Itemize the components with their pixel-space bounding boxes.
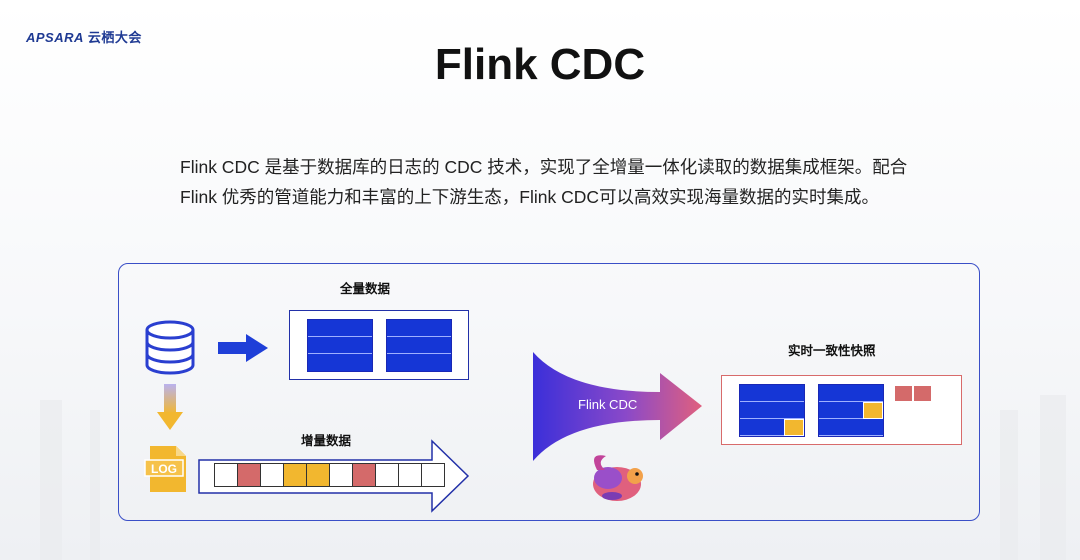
updated-cell xyxy=(784,419,804,436)
database-icon xyxy=(145,320,195,375)
snapshot-table-2 xyxy=(818,384,884,437)
flink-squirrel-icon xyxy=(593,455,643,501)
snapshot-table-1 xyxy=(739,384,805,437)
deleted-cell xyxy=(914,386,931,401)
log-cell xyxy=(214,463,238,487)
full-data-label: 全量数据 xyxy=(340,282,391,296)
log-cell xyxy=(375,463,399,487)
diagram-frame xyxy=(118,263,980,521)
log-cell xyxy=(421,463,445,487)
log-cell xyxy=(352,463,376,487)
log-file-icon: LOG xyxy=(144,446,186,492)
page-title: Flink CDC xyxy=(434,40,646,89)
description: Flink CDC 是基于数据库的日志的 CDC 技术，实现了全增量一体化读取的… xyxy=(180,152,940,212)
full-data-table-1 xyxy=(307,319,373,372)
log-cells xyxy=(214,463,445,487)
engine-label: Flink CDC xyxy=(578,397,638,412)
down-arrow-icon xyxy=(157,384,183,430)
snapshot-box xyxy=(721,375,962,445)
log-cell xyxy=(237,463,261,487)
log-cell xyxy=(329,463,353,487)
incremental-data-label: 增量数据 xyxy=(301,434,352,448)
log-cell xyxy=(260,463,284,487)
updated-cell xyxy=(863,402,883,419)
description-line-1: Flink CDC 是基于数据库的日志的 CDC 技术，实现了全增量一体化读取的… xyxy=(180,157,908,177)
log-icon-text: LOG xyxy=(151,462,177,476)
log-cell xyxy=(306,463,330,487)
snapshot-label: 实时一致性快照 xyxy=(788,344,876,358)
log-cell xyxy=(398,463,422,487)
logo-brand: APSARA xyxy=(26,30,84,45)
log-cell xyxy=(283,463,307,487)
logo-event: 云栖大会 xyxy=(87,30,142,45)
right-arrow-icon xyxy=(218,334,268,362)
full-data-box xyxy=(289,310,469,380)
description-line-2: Flink 优秀的管道能力和丰富的上下游生态，Flink CDC可以高效实现海量… xyxy=(180,187,880,207)
full-data-table-2 xyxy=(386,319,452,372)
flink-funnel-arrow xyxy=(533,352,702,461)
deleted-cell xyxy=(895,386,912,401)
